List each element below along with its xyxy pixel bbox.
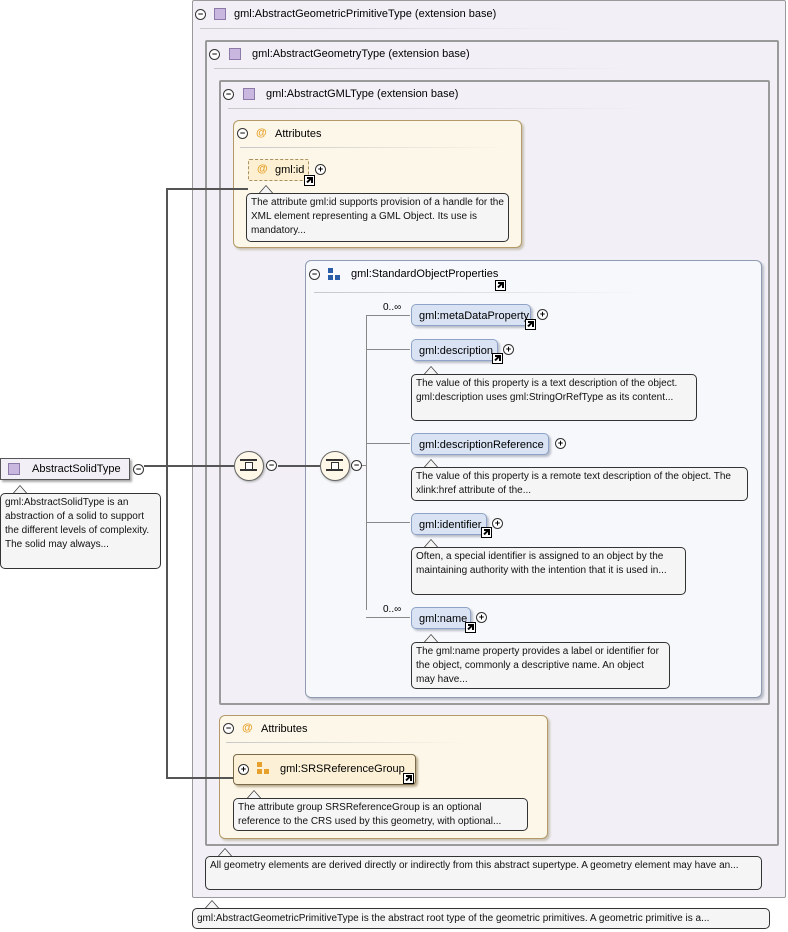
element-descriptionreference[interactable]: gml:descriptionReference [411, 433, 549, 455]
expand-toggle[interactable]: + [555, 438, 566, 449]
connector [166, 465, 234, 467]
expand-toggle[interactable]: + [315, 164, 326, 175]
sequence-connector [366, 522, 410, 523]
note-pointer [424, 539, 438, 547]
element-description[interactable]: gml:description [411, 339, 498, 361]
note-pointer [205, 900, 219, 908]
connector [166, 777, 233, 779]
connector [166, 188, 168, 779]
primitive-title: gml:AbstractGeometricPrimitiveType (exte… [234, 8, 497, 20]
divider [314, 292, 644, 293]
link-icon[interactable] [492, 353, 503, 364]
compositor-collapse-toggle[interactable]: − [351, 460, 362, 471]
compositor-collapse-toggle[interactable]: − [266, 460, 277, 471]
sequence-icon [240, 459, 257, 471]
sequence-connector [366, 315, 367, 610]
link-icon[interactable] [481, 527, 492, 538]
element-label: gml:metaDataProperty [419, 310, 530, 322]
element-label: gml:name [419, 613, 468, 625]
divider [240, 147, 510, 148]
sequence-connector [366, 349, 410, 350]
note-pointer [424, 459, 438, 467]
link-icon[interactable] [495, 280, 506, 291]
attributes-label: Attributes [275, 128, 322, 140]
expand-toggle[interactable]: + [238, 764, 249, 775]
note-pointer [218, 848, 232, 856]
element-metadataproperty[interactable]: gml:metaDataProperty [411, 304, 531, 326]
element-identifier[interactable]: gml:identifier [411, 513, 487, 535]
link-icon[interactable] [525, 319, 536, 330]
description-reference-doc: The value of this property is a remote t… [411, 467, 748, 501]
srs-group-label: gml:SRSReferenceGroup [280, 763, 405, 775]
attributes-collapse-toggle[interactable]: − [237, 128, 248, 139]
element-label: gml:descriptionReference [419, 439, 544, 451]
expand-toggle[interactable]: + [476, 612, 487, 623]
complex-type-icon [243, 88, 255, 100]
gml-id-label: gml:id [275, 164, 305, 176]
expand-toggle[interactable]: + [537, 309, 548, 320]
link-icon[interactable] [304, 175, 315, 186]
divider [228, 108, 648, 109]
standard-title: gml:StandardObjectProperties [351, 268, 499, 280]
root-collapse-toggle[interactable]: − [133, 464, 144, 475]
root-type-doc: gml:AbstractSolidType is an abstraction … [0, 493, 161, 569]
identifier-doc: Often, a special identifier is assigned … [411, 547, 686, 595]
geometry-collapse-toggle[interactable]: − [209, 49, 220, 60]
gml-id-doc: The attribute gml:id supports provision … [246, 193, 509, 242]
root-type-box[interactable] [0, 458, 130, 480]
expand-toggle[interactable]: + [503, 344, 514, 355]
complex-type-icon [8, 463, 20, 475]
divider [200, 28, 580, 29]
attributes-label: Attributes [261, 723, 308, 735]
occurrence-label: 0..∞ [383, 302, 402, 313]
attribute-group-icon [257, 762, 271, 776]
complex-type-icon [229, 48, 241, 60]
element-label: gml:description [419, 345, 493, 357]
divider [226, 742, 466, 743]
complex-type-icon [214, 8, 226, 20]
srs-reference-group[interactable] [233, 754, 416, 785]
attributes-icon: @ [242, 722, 253, 734]
element-label: gml:identifier [419, 519, 482, 531]
divider [214, 68, 634, 69]
sequence-connector [362, 465, 367, 466]
primitive-doc: gml:AbstractGeometricPrimitiveType is th… [192, 908, 770, 929]
geometry-title: gml:AbstractGeometryType (extension base… [252, 48, 470, 60]
description-doc: The value of this property is a text des… [411, 374, 697, 421]
primitive-collapse-toggle[interactable]: − [195, 9, 206, 20]
connector [278, 465, 320, 467]
root-type-name: AbstractSolidType [32, 463, 121, 475]
attributes-icon: @ [256, 127, 267, 139]
note-pointer [424, 366, 438, 374]
link-icon[interactable] [403, 773, 414, 784]
attributes-collapse-toggle[interactable]: − [223, 723, 234, 734]
connector [144, 465, 168, 467]
standard-collapse-toggle[interactable]: − [309, 269, 320, 280]
srs-group-doc: The attribute group SRSReferenceGroup is… [233, 798, 528, 831]
element-name[interactable]: gml:name [411, 607, 471, 629]
occurrence-label: 0..∞ [383, 604, 402, 615]
gml-collapse-toggle[interactable]: − [223, 89, 234, 100]
gml-title: gml:AbstractGMLType (extension base) [266, 88, 459, 100]
sequence-icon [326, 459, 343, 471]
sequence-connector [366, 315, 410, 316]
geometry-doc: All geometry elements are derived direct… [205, 856, 762, 890]
sequence-connector [366, 443, 410, 444]
gml-id-attribute[interactable] [248, 159, 309, 181]
sequence-connector [366, 617, 410, 618]
note-pointer [13, 485, 27, 493]
connector [166, 188, 248, 190]
group-icon [328, 268, 342, 282]
name-doc: The gml:name property provides a label o… [411, 642, 670, 689]
expand-toggle[interactable]: + [492, 518, 503, 529]
attribute-icon: @ [257, 163, 268, 175]
link-icon[interactable] [465, 622, 476, 633]
note-pointer [259, 185, 273, 193]
note-pointer [424, 634, 438, 642]
note-pointer [247, 790, 261, 798]
